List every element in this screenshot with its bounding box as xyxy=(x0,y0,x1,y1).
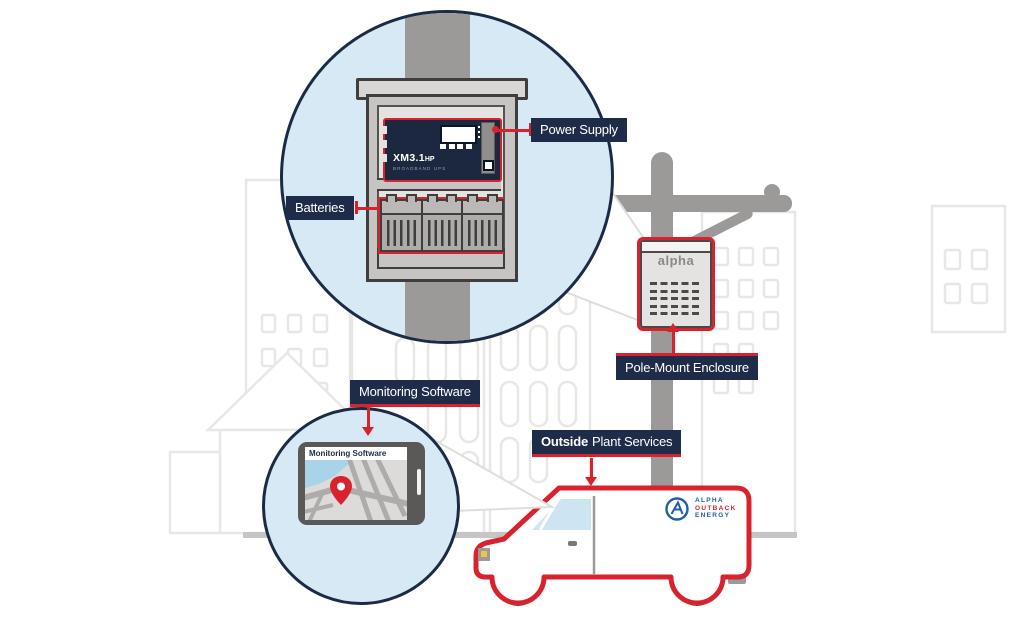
label-monitoring-text: Monitoring Software xyxy=(359,384,471,399)
battery-terminal xyxy=(446,194,458,202)
battery-top xyxy=(422,201,462,215)
battery-terminal xyxy=(386,194,397,202)
ups-button xyxy=(440,144,446,149)
label-pole-mount-text: Pole-Mount Enclosure xyxy=(625,360,749,375)
label-outside-rest: Plant Services xyxy=(592,434,673,449)
connector-power-supply xyxy=(498,129,531,132)
ups-model: XM3.1 xyxy=(393,152,425,164)
ups-led xyxy=(478,136,480,138)
ups-port xyxy=(483,160,494,171)
battery-top xyxy=(463,201,503,215)
label-outside-plant-services: Outside Plant Services xyxy=(532,430,682,457)
connector-cap xyxy=(355,201,358,214)
ups-button xyxy=(448,144,455,149)
van-logo-line1: ALPHA xyxy=(695,497,724,505)
battery-vents xyxy=(468,220,499,246)
ups-type-label: BROADBAND UPS xyxy=(393,166,447,171)
tablet-side-button xyxy=(417,469,421,495)
enclosure-zoom-circle: XM3.1HP BROADBAND UPS xyxy=(280,10,614,344)
building-windows xyxy=(943,248,989,305)
building-outline xyxy=(930,204,1007,334)
label-monitoring-software: Monitoring Software xyxy=(350,380,480,407)
arrow-to-enclosure xyxy=(667,323,679,332)
tablet-screen: Monitoring Software xyxy=(305,447,407,520)
ups-notch xyxy=(382,126,387,134)
label-outside-bold: Outside xyxy=(541,434,588,449)
enclosure-cap xyxy=(642,242,710,253)
ups-notch xyxy=(382,140,387,148)
label-power-supply: Power Supply xyxy=(531,118,627,142)
connector-monitoring xyxy=(367,405,370,428)
pole-mount-enclosure: alpha xyxy=(637,237,715,331)
enclosure-brand: alpha xyxy=(657,253,695,268)
battery-terminal xyxy=(467,194,479,202)
map-view xyxy=(305,460,407,520)
vent-row xyxy=(650,297,702,300)
label-power-supply-text: Power Supply xyxy=(540,122,618,137)
van-logo-line2: OUTBACK xyxy=(695,504,737,512)
tablet-screen-title: Monitoring Software xyxy=(309,449,387,458)
ups-led xyxy=(478,131,480,133)
arrow-to-van xyxy=(585,477,597,486)
connector-cap xyxy=(529,123,532,136)
ups-button xyxy=(457,144,463,149)
vent-row xyxy=(650,312,702,315)
alpha-circle-icon xyxy=(665,497,689,521)
connector-pole-mount xyxy=(672,331,675,353)
arrow-to-tablet xyxy=(362,427,374,436)
battery-vents xyxy=(427,220,458,246)
ups-button xyxy=(465,144,472,149)
ups-model-suffix: HP xyxy=(424,156,435,163)
tablet: Monitoring Software xyxy=(298,442,425,525)
monitoring-zoom-circle: Monitoring Software xyxy=(262,407,460,605)
van-marker-light xyxy=(481,551,487,557)
battery-top xyxy=(382,201,421,215)
ups-label-text: XM3.1HP BROADBAND UPS xyxy=(393,149,446,172)
van-brand-logo: ALPHA OUTBACK ENERGY xyxy=(664,496,737,522)
vent-row xyxy=(650,289,702,293)
ups-notch xyxy=(382,154,387,162)
battery-terminal xyxy=(405,194,417,202)
label-batteries: Batteries xyxy=(286,196,354,220)
windshield-divider xyxy=(538,499,560,531)
battery-group xyxy=(378,194,505,254)
connector-batteries xyxy=(358,207,380,210)
connector-van xyxy=(590,458,593,478)
label-batteries-text: Batteries xyxy=(295,200,345,215)
vent-row xyxy=(650,304,702,308)
location-pin-center xyxy=(337,482,345,491)
battery xyxy=(380,194,423,252)
ups-power-supply: XM3.1HP BROADBAND UPS xyxy=(382,118,502,182)
battery xyxy=(420,194,464,252)
van-logo-text: ALPHA OUTBACK ENERGY xyxy=(695,498,737,520)
map-water xyxy=(305,460,353,488)
van-logo-line3: ENERGY xyxy=(695,512,731,520)
ups-led xyxy=(478,126,480,128)
ups-display xyxy=(440,125,477,144)
van-door-handle xyxy=(568,541,577,546)
pole-insulator xyxy=(764,184,780,200)
building-outline xyxy=(168,450,222,535)
connector-dot xyxy=(492,126,499,133)
battery-terminal xyxy=(487,194,499,202)
enclosure-vents xyxy=(650,282,702,320)
battery-vents xyxy=(387,220,417,246)
van-windshield xyxy=(532,499,591,530)
vent-row xyxy=(650,282,702,285)
pole-crossarm xyxy=(596,195,792,212)
battery xyxy=(461,194,505,252)
label-pole-mount-enclosure: Pole-Mount Enclosure xyxy=(616,353,758,380)
battery-terminal xyxy=(426,194,438,202)
